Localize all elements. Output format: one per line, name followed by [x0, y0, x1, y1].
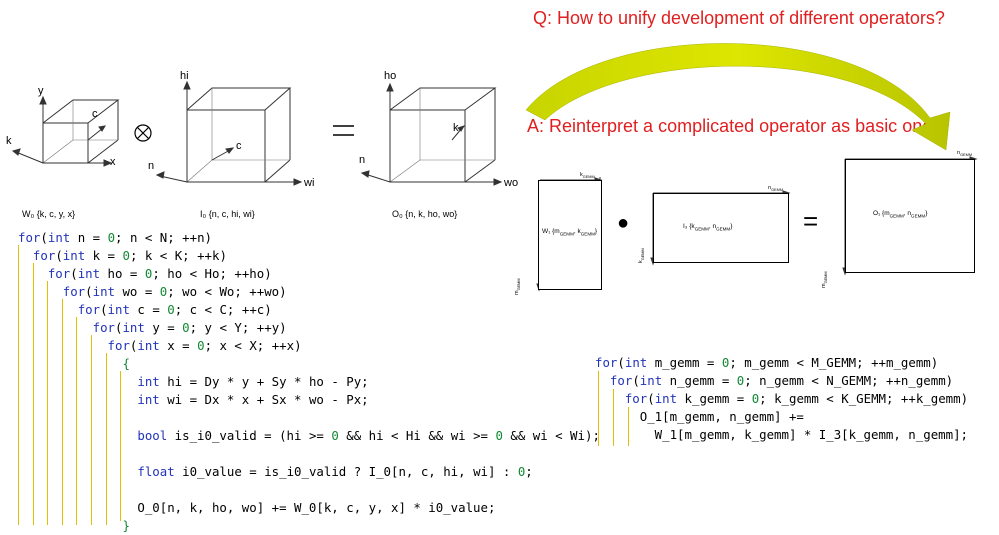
o1-side-label: mGEMM [821, 271, 829, 288]
i3-side-label: kGEMM [638, 248, 646, 263]
output-axes [360, 82, 503, 186]
i3-matrix [653, 193, 789, 263]
output-caption: O₀ {n, k, ho, wo} [392, 209, 458, 219]
output-axis-k-label: k [453, 122, 459, 134]
curved-arrow [525, 43, 951, 151]
answer-text: A: Reinterpret a complicated operator as… [527, 116, 938, 136]
conv_code-line-12 [18, 445, 600, 463]
input-axis-c-label: c [236, 140, 242, 152]
guide-line [62, 299, 63, 525]
conv_code-line-5: for(int y = 0; y < Y; ++y) [92, 320, 287, 335]
conv_code-line-2: for(int ho = 0; ho < Ho; ++ho) [47, 266, 272, 281]
gemm-dot: ● [617, 212, 630, 234]
input-axes [155, 80, 303, 186]
conv_code-line-10 [18, 409, 600, 427]
conv_code-line-7: { [122, 356, 130, 371]
w1-top-label: kGEMM [580, 172, 595, 180]
output-axis-wo-label: wo [504, 177, 519, 189]
gemm-equals: = [803, 206, 819, 236]
weight-caption: W₀ {k, c, y, x} [22, 209, 76, 219]
output-axis-ho-label: ho [384, 70, 397, 82]
gemm_code-line-2: for(int k_gemm = 0; k_gemm < K_GEMM; ++k… [624, 391, 969, 406]
weight-cube [42, 99, 120, 164]
input-caption: I₀ {n, c, hi, wi} [200, 209, 255, 219]
weight-axis-k-label: k [6, 135, 12, 147]
output-axis-n-label: n [359, 154, 366, 166]
conv_code-line-6: for(int x = 0; x < X; ++x) [107, 338, 302, 353]
i3-label: I₃ {kGEMM, nGEMM} [683, 223, 733, 232]
gemm_code-line-4: W_1[m_gemm, k_gemm] * I_3[k_gemm, n_gemm… [595, 427, 968, 442]
conv_code-line-3: for(int wo = 0; wo < Wo; ++wo) [62, 284, 287, 299]
input-cube [186, 87, 292, 183]
guide-line [47, 281, 48, 525]
conv_code-line-9: int wi = Dx * x + Sx * wo - Px; [137, 392, 369, 407]
gemm-code-block: for(int m_gemm = 0; m_gemm < M_GEMM; ++m… [595, 354, 968, 444]
guide-line [613, 389, 614, 446]
conv_code-line-4: for(int c = 0; c < C; ++c) [77, 302, 272, 317]
guide-line [598, 371, 599, 446]
conv_code-line-0: for(int n = 0; n < N; ++n) [18, 230, 213, 245]
input-axis-hi-label: hi [180, 70, 189, 82]
conv_code-line-13: float i0_value = is_i0_valid ? I_0[n, c,… [137, 464, 533, 479]
o1-top-label: nGEMM [957, 150, 973, 158]
guide-line [76, 317, 77, 525]
o1-matrix [845, 159, 975, 273]
weight-axes [11, 95, 113, 167]
conv_code-line-8: int hi = Dy * y + Sy * ho - Py; [137, 374, 369, 389]
input-axis-n-label: n [148, 160, 155, 172]
w1-matrix [538, 180, 602, 290]
conv_code-line-11: bool is_i0_valid = (hi >= 0 && hi < Hi &… [137, 428, 600, 443]
guide-line [120, 371, 121, 521]
gemm_code-line-0: for(int m_gemm = 0; m_gemm < M_GEMM; ++m… [595, 355, 939, 370]
w1-label: W₁ {mGEMM, kGEMM} [542, 228, 598, 237]
guide-line [106, 353, 107, 525]
conv_code-line-14 [18, 481, 600, 499]
weight-axis-y-label: y [38, 85, 44, 97]
question-text: Q: How to unify development of different… [533, 8, 945, 28]
i3-top-label: nGEMM [768, 185, 784, 193]
guide-line [33, 263, 34, 525]
guide-line [91, 335, 92, 525]
weight-axis-x-label: x [110, 156, 116, 168]
input-axis-wi-label: wi [304, 177, 315, 189]
output-cube [389, 87, 497, 183]
weight-axis-c-label: c [92, 108, 98, 120]
conv_code-line-1: for(int k = 0; k < K; ++k) [32, 248, 227, 263]
conv_code-line-15: O_0[n, k, ho, wo] += W_0[k, c, y, x] * i… [18, 500, 496, 515]
o1-label: O₁ {mGEMM, nGEMM} [873, 210, 928, 219]
guide-line [18, 245, 19, 525]
gemm_code-line-1: for(int n_gemm = 0; n_gemm < N_GEMM; ++n… [609, 373, 954, 388]
cube-equals-sign [333, 125, 354, 136]
conv-code-block: for(int n = 0; n < N; ++n) for(int k = 0… [18, 229, 600, 535]
gemm_code-line-3: O_1[m_gemm, n_gemm] += [595, 409, 804, 424]
conv_code-line-16: } [122, 518, 130, 533]
tensor-product-symbol [134, 124, 152, 142]
guide-line [628, 407, 629, 446]
